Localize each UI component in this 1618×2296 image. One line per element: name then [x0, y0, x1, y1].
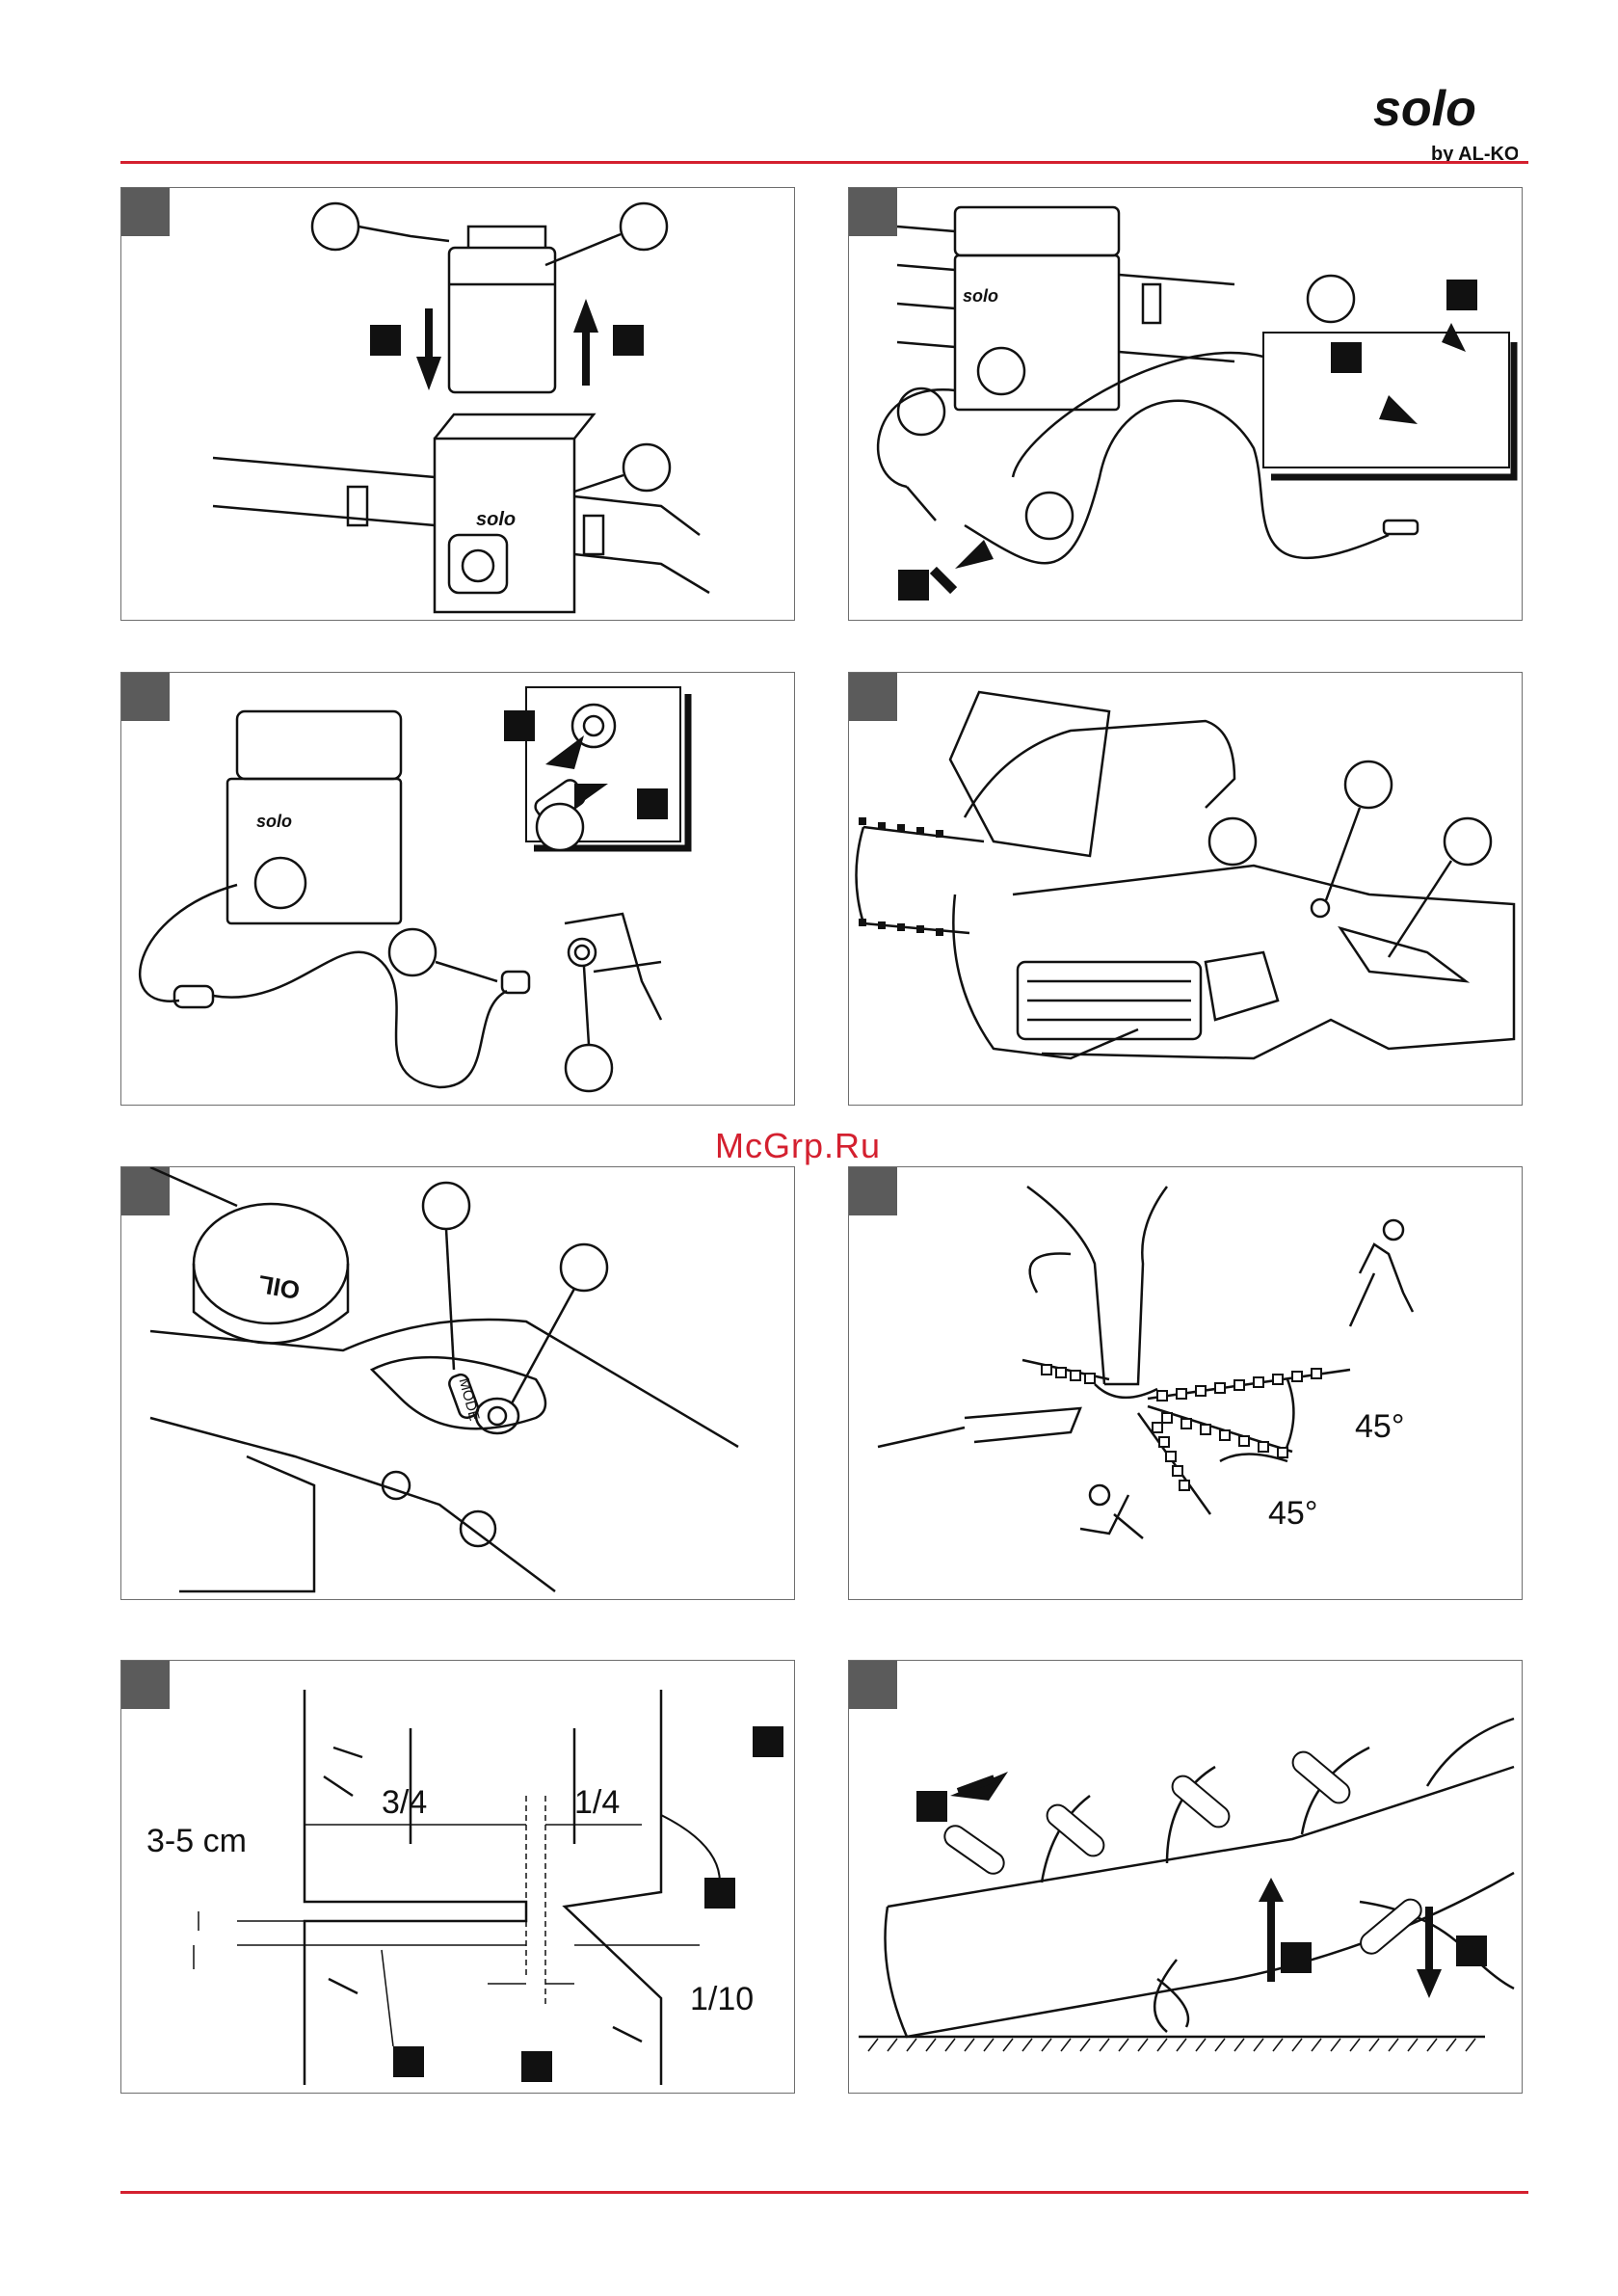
svg-text:solo: solo [476, 509, 516, 530]
dim-one-quarter: 1/4 [574, 1784, 620, 1821]
figure-panel-charger-connect: solo [848, 187, 1523, 621]
mode-button-label: MODE [456, 1376, 483, 1423]
solo-brand-logo: solo by AL-KO [1373, 85, 1518, 164]
oil-cap-label: OIL [255, 1269, 302, 1305]
chainsaw-overview-drawing [849, 673, 1523, 1106]
oil-mode-drawing: OIL MODE [121, 1167, 795, 1600]
dim-one-tenth: 1/10 [690, 1981, 754, 2017]
figure-panel-battery-insert: solo [120, 187, 795, 621]
figure-panel-felling-zone: 45° 45° [848, 1166, 1523, 1600]
charger-connect-drawing: solo [849, 188, 1523, 621]
svg-text:solo: solo [963, 286, 998, 306]
dim-depth: 3-5 cm [146, 1823, 247, 1859]
figure-panel-plug-connect: solo [120, 672, 795, 1106]
felling-cut-drawing: 3/4 1/4 3-5 cm 1/10 [121, 1661, 795, 2094]
felling-zone-drawing: 45° 45° [849, 1167, 1523, 1600]
header-rule [120, 161, 1528, 164]
footer-rule [120, 2191, 1528, 2194]
angle-label-lower: 45° [1268, 1495, 1317, 1532]
figure-panel-oil-mode: OIL MODE [120, 1166, 795, 1600]
watermark-text: McGrp.Ru [715, 1126, 881, 1166]
limbing-drawing [849, 1661, 1523, 2094]
svg-text:solo: solo [256, 812, 292, 831]
figure-panel-felling-cut: 3/4 1/4 3-5 cm 1/10 [120, 1660, 795, 2094]
angle-label-upper: 45° [1355, 1408, 1404, 1445]
plug-connect-drawing: solo [121, 673, 795, 1106]
battery-insert-drawing: solo [121, 188, 795, 621]
figure-panel-limbing [848, 1660, 1523, 2094]
dim-three-quarters: 3/4 [382, 1784, 427, 1821]
figure-panel-chainsaw-overview [848, 672, 1523, 1106]
brand-name: solo [1373, 85, 1476, 137]
